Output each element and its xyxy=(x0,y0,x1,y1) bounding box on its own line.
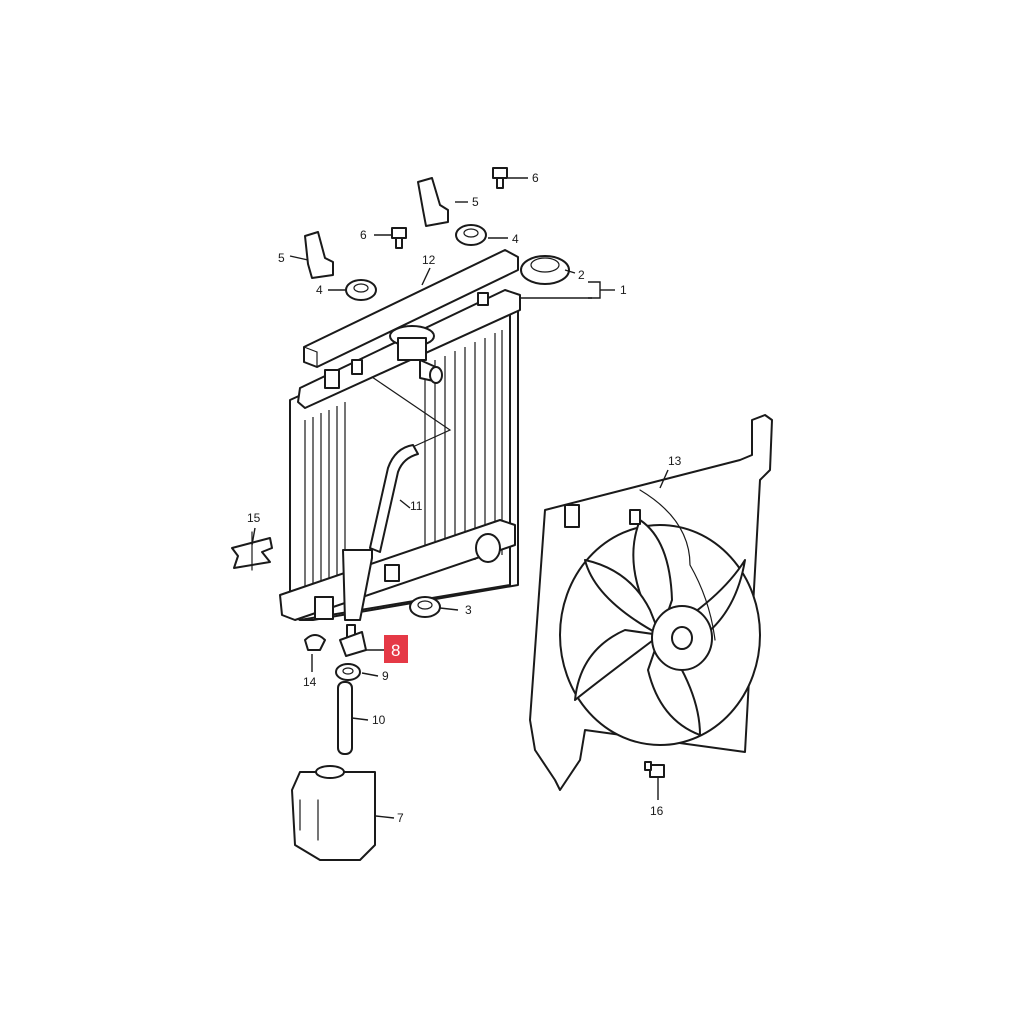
part-7-coolant-reservoir xyxy=(291,765,376,861)
highlighted-callout-8[interactable]: 8 xyxy=(384,635,408,663)
callout-labels: 6 5 6 4 5 12 2 1 4 11 13 15 3 9 14 10 7 … xyxy=(247,171,682,825)
highlight-label: 8 xyxy=(391,641,400,660)
callout-11: 11 xyxy=(410,499,423,513)
part-13-fan-shroud xyxy=(529,414,773,791)
part-15-hose-clamp xyxy=(231,531,273,571)
callout-13: 13 xyxy=(668,454,682,468)
part-11-overflow-hose xyxy=(342,444,419,621)
callout-14: 14 xyxy=(303,675,317,689)
part-14-clip xyxy=(304,634,326,651)
callout-7: 7 xyxy=(397,811,404,825)
part-5-bracket xyxy=(304,231,334,279)
callout-9: 9 xyxy=(382,669,389,683)
callout-12: 12 xyxy=(422,253,436,267)
part-3-grommet xyxy=(409,596,441,618)
part-6-bolt xyxy=(391,227,407,249)
callout-6-mid: 6 xyxy=(360,228,367,242)
part-12-seal-strip xyxy=(303,249,519,368)
callout-1: 1 xyxy=(620,283,627,297)
callout-15: 15 xyxy=(247,511,261,525)
callout-5-left: 5 xyxy=(278,251,285,265)
part-6-bolt-2 xyxy=(492,167,508,189)
callout-6-top: 6 xyxy=(532,171,539,185)
part-9-washer xyxy=(335,663,361,681)
callout-10: 10 xyxy=(372,713,386,727)
part-2-radiator-cap xyxy=(520,255,570,285)
highlight-box xyxy=(384,635,408,663)
callout-4-top: 4 xyxy=(512,232,519,246)
part-4-grommet xyxy=(345,279,377,301)
radiator-assembly xyxy=(279,289,521,621)
part-4-grommet-2 xyxy=(455,224,487,246)
leader-lines xyxy=(251,177,669,819)
callout-5-top: 5 xyxy=(472,195,479,209)
callout-4-left: 4 xyxy=(316,283,323,297)
part-8-fitting xyxy=(339,624,367,657)
callout-2: 2 xyxy=(578,268,585,282)
callout-16: 16 xyxy=(650,804,664,818)
part-16-bolt xyxy=(644,761,665,778)
part-5-bracket-2 xyxy=(417,177,449,227)
callout-3: 3 xyxy=(465,603,472,617)
part-10-reservoir-hose xyxy=(337,681,353,755)
